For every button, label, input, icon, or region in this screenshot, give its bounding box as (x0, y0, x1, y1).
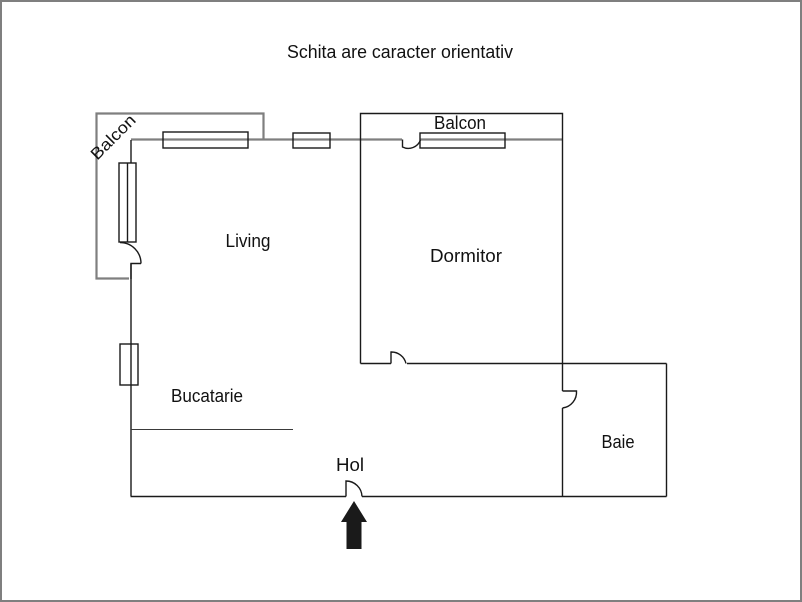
room-label-balcon-living: Balcon (87, 111, 139, 163)
room-label-hol: Hol (336, 455, 364, 475)
balcony-living-outline (95, 112, 265, 280)
door-step-balcony-living (130, 262, 141, 279)
balcony-dormitor-outline (359, 112, 564, 140)
window-bucatarie (119, 343, 139, 386)
door-arc-balcony-dormitor (401, 139, 422, 150)
room-label-living: Living (226, 231, 271, 251)
room-label-baie: Baie (602, 432, 635, 452)
room-label-bucatarie: Bucatarie (171, 386, 243, 406)
door-arc-dormitor (390, 351, 407, 364)
window-living-top (162, 131, 249, 149)
room-label-dormitor: Dormitor (430, 246, 502, 266)
door-arc-baie (562, 390, 578, 409)
door-arc-entrance (345, 480, 363, 497)
page-title: Schita are caracter orientativ (287, 41, 514, 62)
window-top-small (292, 132, 331, 149)
room-label-balcon-dormitor: Balcon (434, 113, 486, 133)
door-arc-balcony-living (119, 241, 142, 264)
entrance-arrow-icon (341, 501, 367, 549)
